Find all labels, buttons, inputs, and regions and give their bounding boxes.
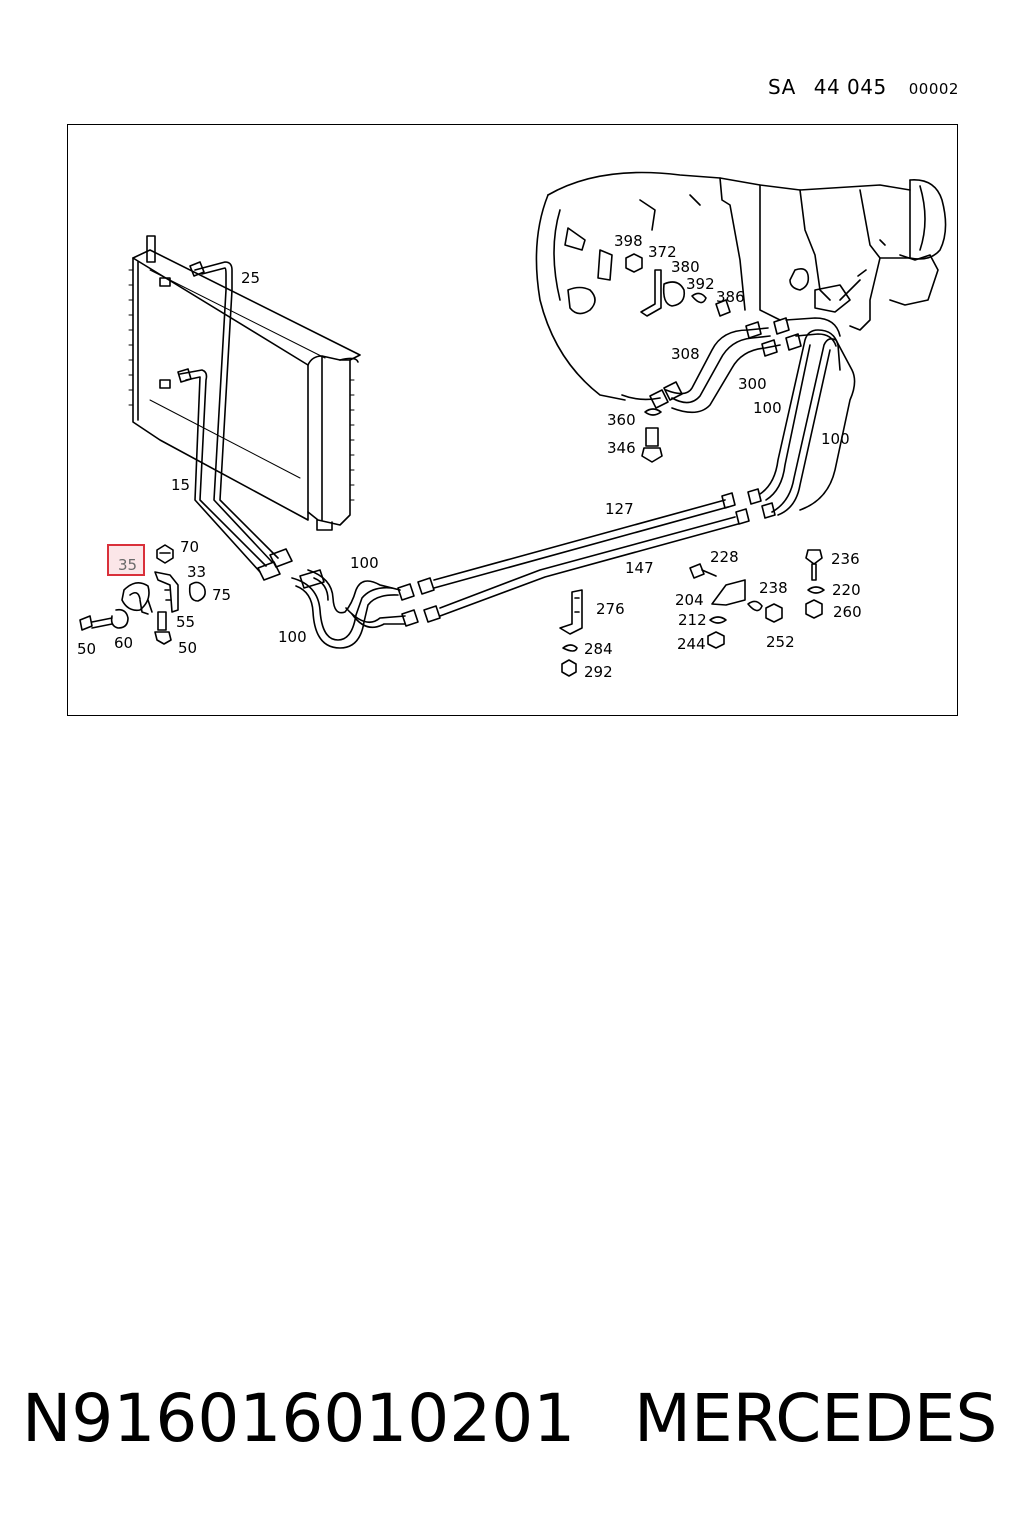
- radiator-drawing: [128, 235, 361, 531]
- callout-220[interactable]: 220: [832, 581, 861, 599]
- callout-100-upper[interactable]: 100: [350, 554, 379, 572]
- diagram-reference: SA 44 045 00002: [768, 75, 959, 99]
- callout-284[interactable]: 284: [584, 640, 613, 658]
- transmission-lines: [649, 317, 841, 414]
- parts-diagram: 35 25 15 70 33 75 55 50 60 50 100 100 12…: [77, 171, 947, 681]
- callout-204[interactable]: 204: [675, 591, 704, 609]
- callout-292[interactable]: 292: [584, 663, 613, 681]
- radiator-pipes: [177, 261, 293, 581]
- callout-386[interactable]: 386: [716, 288, 745, 306]
- callout-398[interactable]: 398: [614, 232, 643, 250]
- highlight-box[interactable]: [107, 544, 145, 576]
- callout-346[interactable]: 346: [607, 439, 636, 457]
- callout-55[interactable]: 55: [176, 613, 195, 631]
- callout-212[interactable]: 212: [678, 611, 707, 629]
- callout-35-highlighted[interactable]: 35: [118, 556, 137, 574]
- callout-25[interactable]: 25: [241, 269, 260, 287]
- transmission-drawing: [535, 171, 947, 401]
- callout-260[interactable]: 260: [833, 603, 862, 621]
- callout-labels: 25 15 70 33 75 55 50 60 50 100 100 127 1…: [77, 232, 862, 681]
- right-hardware: [559, 253, 825, 677]
- callout-50-right[interactable]: 50: [178, 639, 197, 657]
- diagram-frame: [67, 124, 958, 716]
- callout-100-lower[interactable]: 100: [278, 628, 307, 646]
- sa-code: SA: [768, 75, 796, 99]
- left-hardware: [79, 544, 206, 645]
- group-number: 44 045: [813, 75, 887, 99]
- callout-70[interactable]: 70: [180, 538, 199, 556]
- callout-360[interactable]: 360: [607, 411, 636, 429]
- callout-15[interactable]: 15: [171, 476, 190, 494]
- brand-name: MERCEDES: [634, 1380, 998, 1457]
- callout-50-left[interactable]: 50: [77, 640, 96, 658]
- part-number: N916016010201: [22, 1380, 576, 1457]
- callout-300[interactable]: 300: [738, 375, 767, 393]
- callout-33[interactable]: 33: [187, 563, 206, 581]
- callout-244[interactable]: 244: [677, 635, 706, 653]
- callout-100-right[interactable]: 100: [821, 430, 850, 448]
- callout-127[interactable]: 127: [605, 500, 634, 518]
- callout-380[interactable]: 380: [671, 258, 700, 276]
- callout-308[interactable]: 308: [671, 345, 700, 363]
- callout-60[interactable]: 60: [114, 634, 133, 652]
- callout-236[interactable]: 236: [831, 550, 860, 568]
- callout-276[interactable]: 276: [596, 600, 625, 618]
- callout-252[interactable]: 252: [766, 633, 795, 651]
- callout-75[interactable]: 75: [212, 586, 231, 604]
- callout-147[interactable]: 147: [625, 559, 654, 577]
- part-caption: N916016010201 MERCEDES: [22, 1380, 1012, 1460]
- callout-372[interactable]: 372: [648, 243, 677, 261]
- sheet-number: 00002: [908, 80, 959, 98]
- callout-228[interactable]: 228: [710, 548, 739, 566]
- callout-392[interactable]: 392: [686, 275, 715, 293]
- callout-100-transmission[interactable]: 100: [753, 399, 782, 417]
- callout-238[interactable]: 238: [759, 579, 788, 597]
- cooler-lines: [291, 329, 856, 649]
